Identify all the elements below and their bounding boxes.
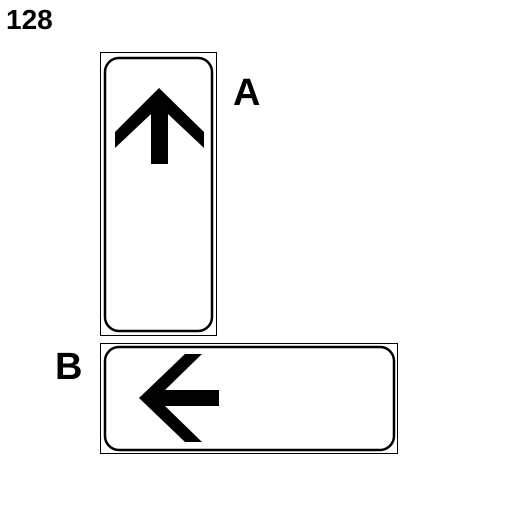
left-arrow-icon — [139, 354, 219, 442]
sign-a-label: A — [233, 72, 261, 114]
sign-b-label: B — [55, 346, 83, 388]
sign-b — [100, 343, 398, 454]
sign-a — [100, 52, 217, 336]
figure-number: 128 — [6, 4, 53, 35]
up-arrow-icon — [115, 88, 204, 164]
